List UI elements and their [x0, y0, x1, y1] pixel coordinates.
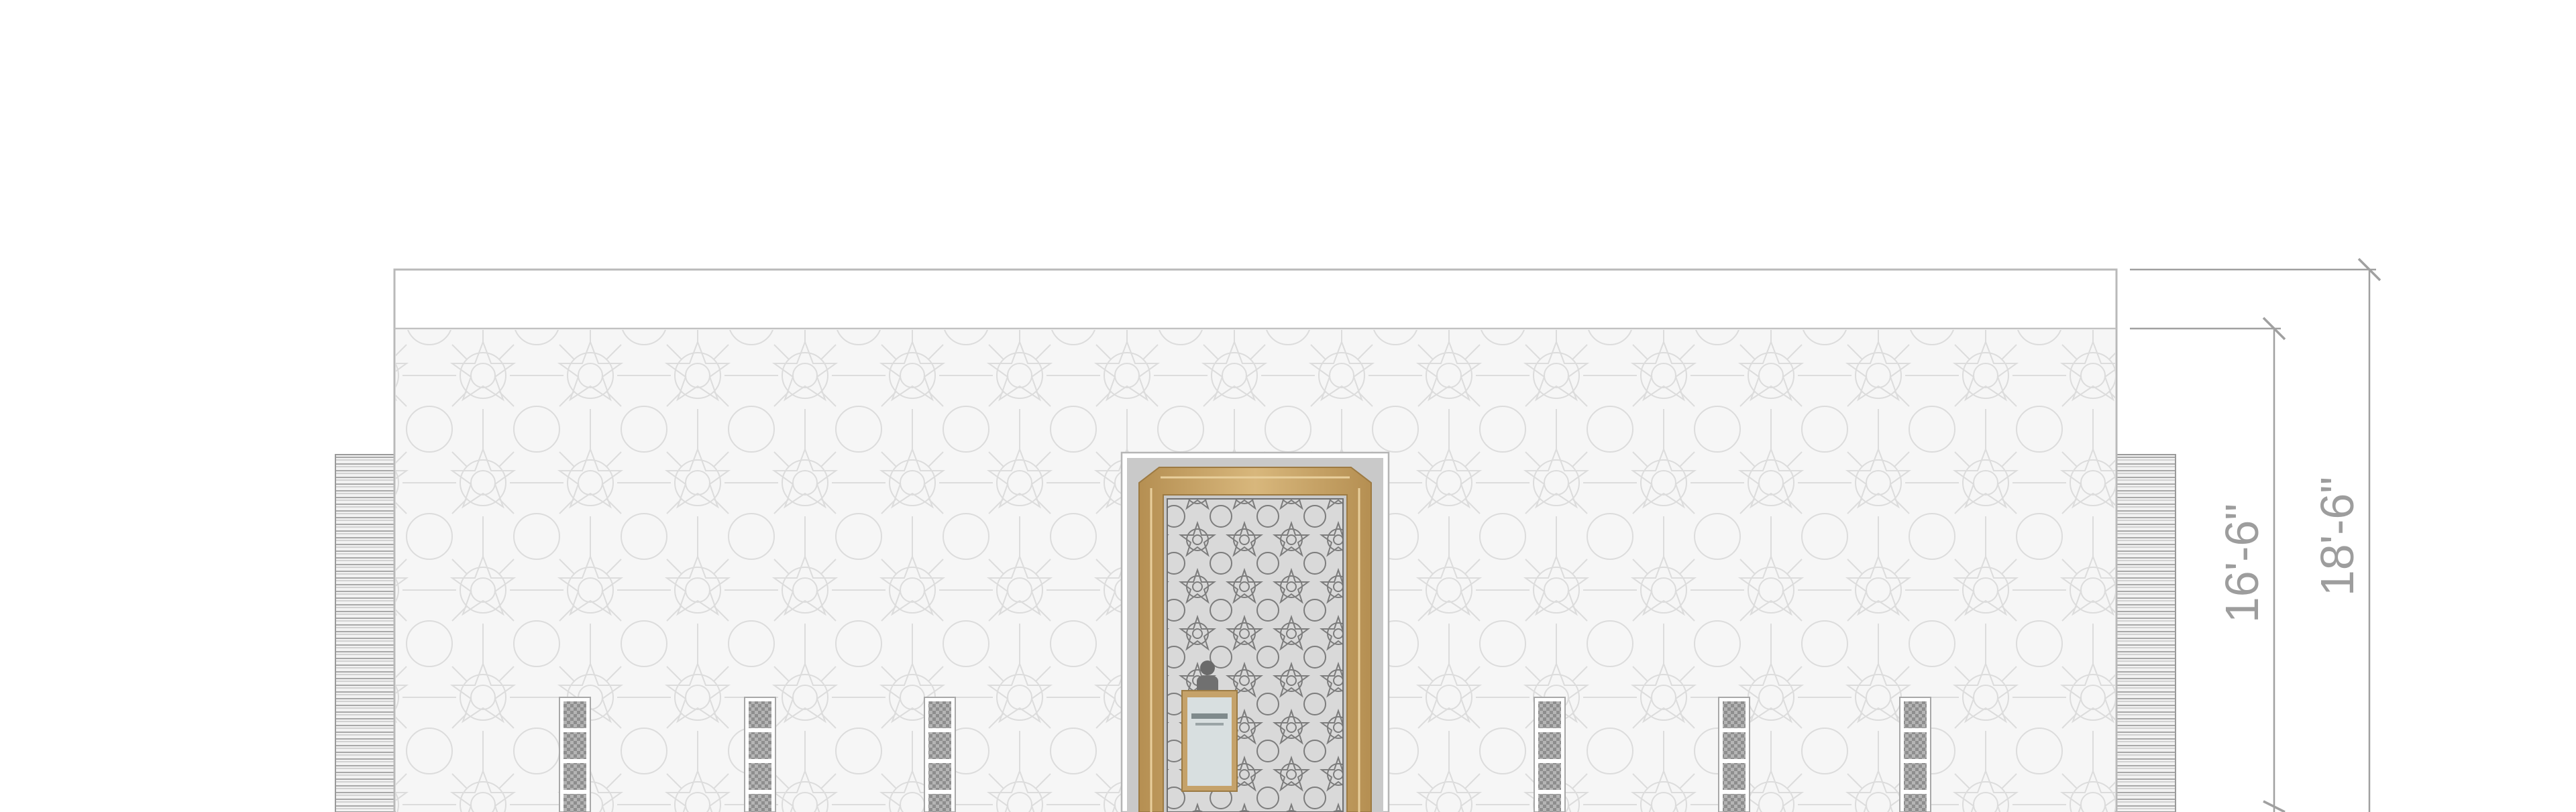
entrance-portal — [1120, 451, 1390, 812]
windows-left — [559, 697, 956, 812]
window — [559, 697, 591, 812]
dimension-label-18-6: 18'-6" — [2311, 477, 2363, 596]
window — [1534, 697, 1566, 812]
window — [924, 697, 956, 812]
sign-panel — [1181, 690, 1238, 792]
dimension-lines — [2130, 257, 2381, 812]
windows-right — [1534, 697, 1931, 812]
window — [1718, 697, 1750, 812]
window — [744, 697, 776, 812]
dimension-label-16-6: 16'-6" — [2216, 504, 2268, 623]
window — [1899, 697, 1931, 812]
left-brick-wing — [335, 454, 395, 812]
right-brick-wing — [2116, 454, 2176, 812]
